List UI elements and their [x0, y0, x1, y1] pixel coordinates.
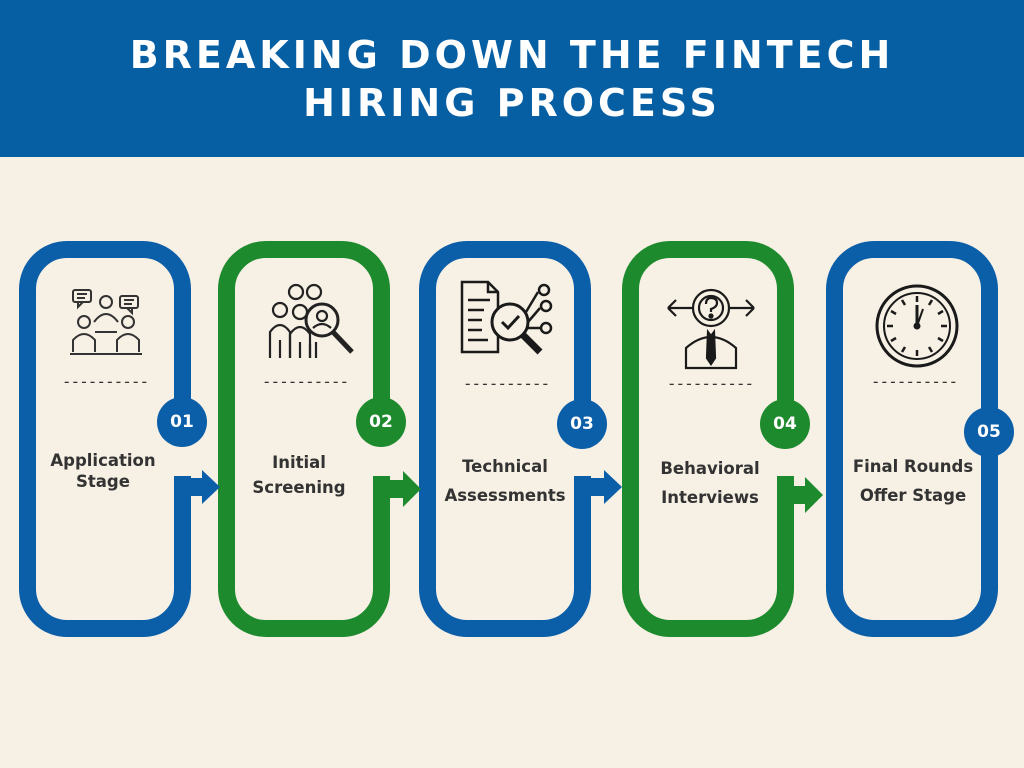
step-label-2: Initial Screening — [252, 453, 346, 497]
page-title: BREAKING DOWN THE FINTECH HIRING PROCESS — [129, 32, 895, 125]
separator-2: ---------- — [261, 372, 349, 391]
step-number-badge-4: 04 — [760, 399, 810, 449]
step-frame-2 — [218, 241, 390, 637]
gap-2 — [373, 440, 390, 476]
separator-4: ---------- — [666, 374, 754, 393]
gap-3 — [574, 440, 591, 476]
step-number-badge-5: 05 — [964, 407, 1014, 457]
gap-4 — [777, 440, 794, 476]
clock-icon — [875, 284, 959, 368]
step-label-4: Behavioral Interviews — [660, 459, 760, 507]
thinking-businessman-icon — [667, 288, 755, 370]
candidate-search-icon — [268, 283, 354, 358]
arrow-2-to-3 — [373, 471, 421, 507]
arrow-3-to-4 — [574, 470, 622, 504]
step-label-3: Technical Assessments — [444, 457, 566, 505]
arrow-1-to-2 — [174, 470, 220, 504]
step-label-5: Final Rounds Offer Stage — [852, 457, 974, 505]
document-analysis-icon — [460, 280, 553, 355]
step-number-badge-2: 02 — [356, 397, 406, 447]
step-label-1: Application Stage — [50, 451, 156, 491]
gap-1 — [174, 440, 191, 476]
separator-5: ---------- — [870, 372, 958, 391]
discussion-people-icon — [70, 289, 142, 355]
step-number-badge-3: 03 — [557, 399, 607, 449]
header-banner: BREAKING DOWN THE FINTECH HIRING PROCESS — [0, 0, 1024, 157]
arrow-4-to-5 — [777, 477, 823, 513]
separator-3: ---------- — [462, 374, 550, 393]
step-number-badge-1: 01 — [157, 397, 207, 447]
separator-1: ---------- — [61, 372, 149, 391]
